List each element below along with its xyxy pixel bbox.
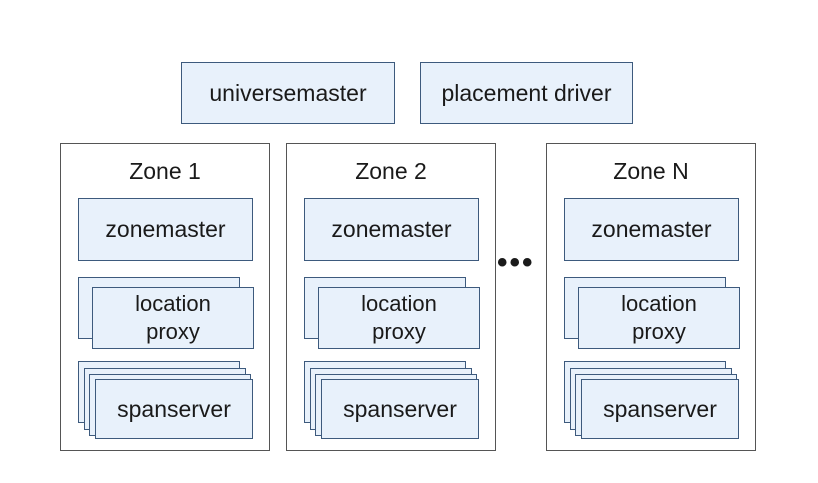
zone-title: Zone 1 [129, 158, 201, 184]
spanserver-box: spanserver [581, 379, 739, 439]
zonemaster-label: zonemaster [591, 216, 712, 242]
zone-1: Zone 1 zonemaster location proxy spanser… [60, 143, 270, 451]
universemaster-box: universemaster [181, 62, 395, 124]
universemaster-label: universemaster [209, 79, 367, 106]
spanserver-box: spanserver [321, 379, 479, 439]
spanserver-label: spanserver [343, 395, 457, 422]
location-proxy-box: location proxy [318, 287, 480, 349]
location-proxy-label: location proxy [361, 291, 437, 344]
placement-driver-label: placement driver [441, 79, 612, 106]
spanserver-label: spanserver [117, 395, 231, 422]
zone-title: Zone N [613, 158, 689, 184]
placement-driver-box: placement driver [420, 62, 633, 124]
zonemaster-box: zonemaster [564, 198, 739, 261]
location-proxy-label: location proxy [135, 291, 211, 344]
location-proxy-box: location proxy [578, 287, 740, 349]
zone-title: Zone 2 [355, 158, 427, 184]
zonemaster-label: zonemaster [331, 216, 452, 242]
spanserver-label: spanserver [603, 395, 717, 422]
location-proxy-box: location proxy [92, 287, 254, 349]
spanserver-box: spanserver [95, 379, 253, 439]
zonemaster-box: zonemaster [78, 198, 253, 261]
zone-n: Zone N zonemaster location proxy spanser… [546, 143, 756, 451]
location-proxy-label: location proxy [621, 291, 697, 344]
zonemaster-box: zonemaster [304, 198, 479, 261]
zonemaster-label: zonemaster [105, 216, 226, 242]
zone-2: Zone 2 zonemaster location proxy spanser… [286, 143, 496, 451]
more-zones-ellipsis: ••• [497, 246, 535, 279]
